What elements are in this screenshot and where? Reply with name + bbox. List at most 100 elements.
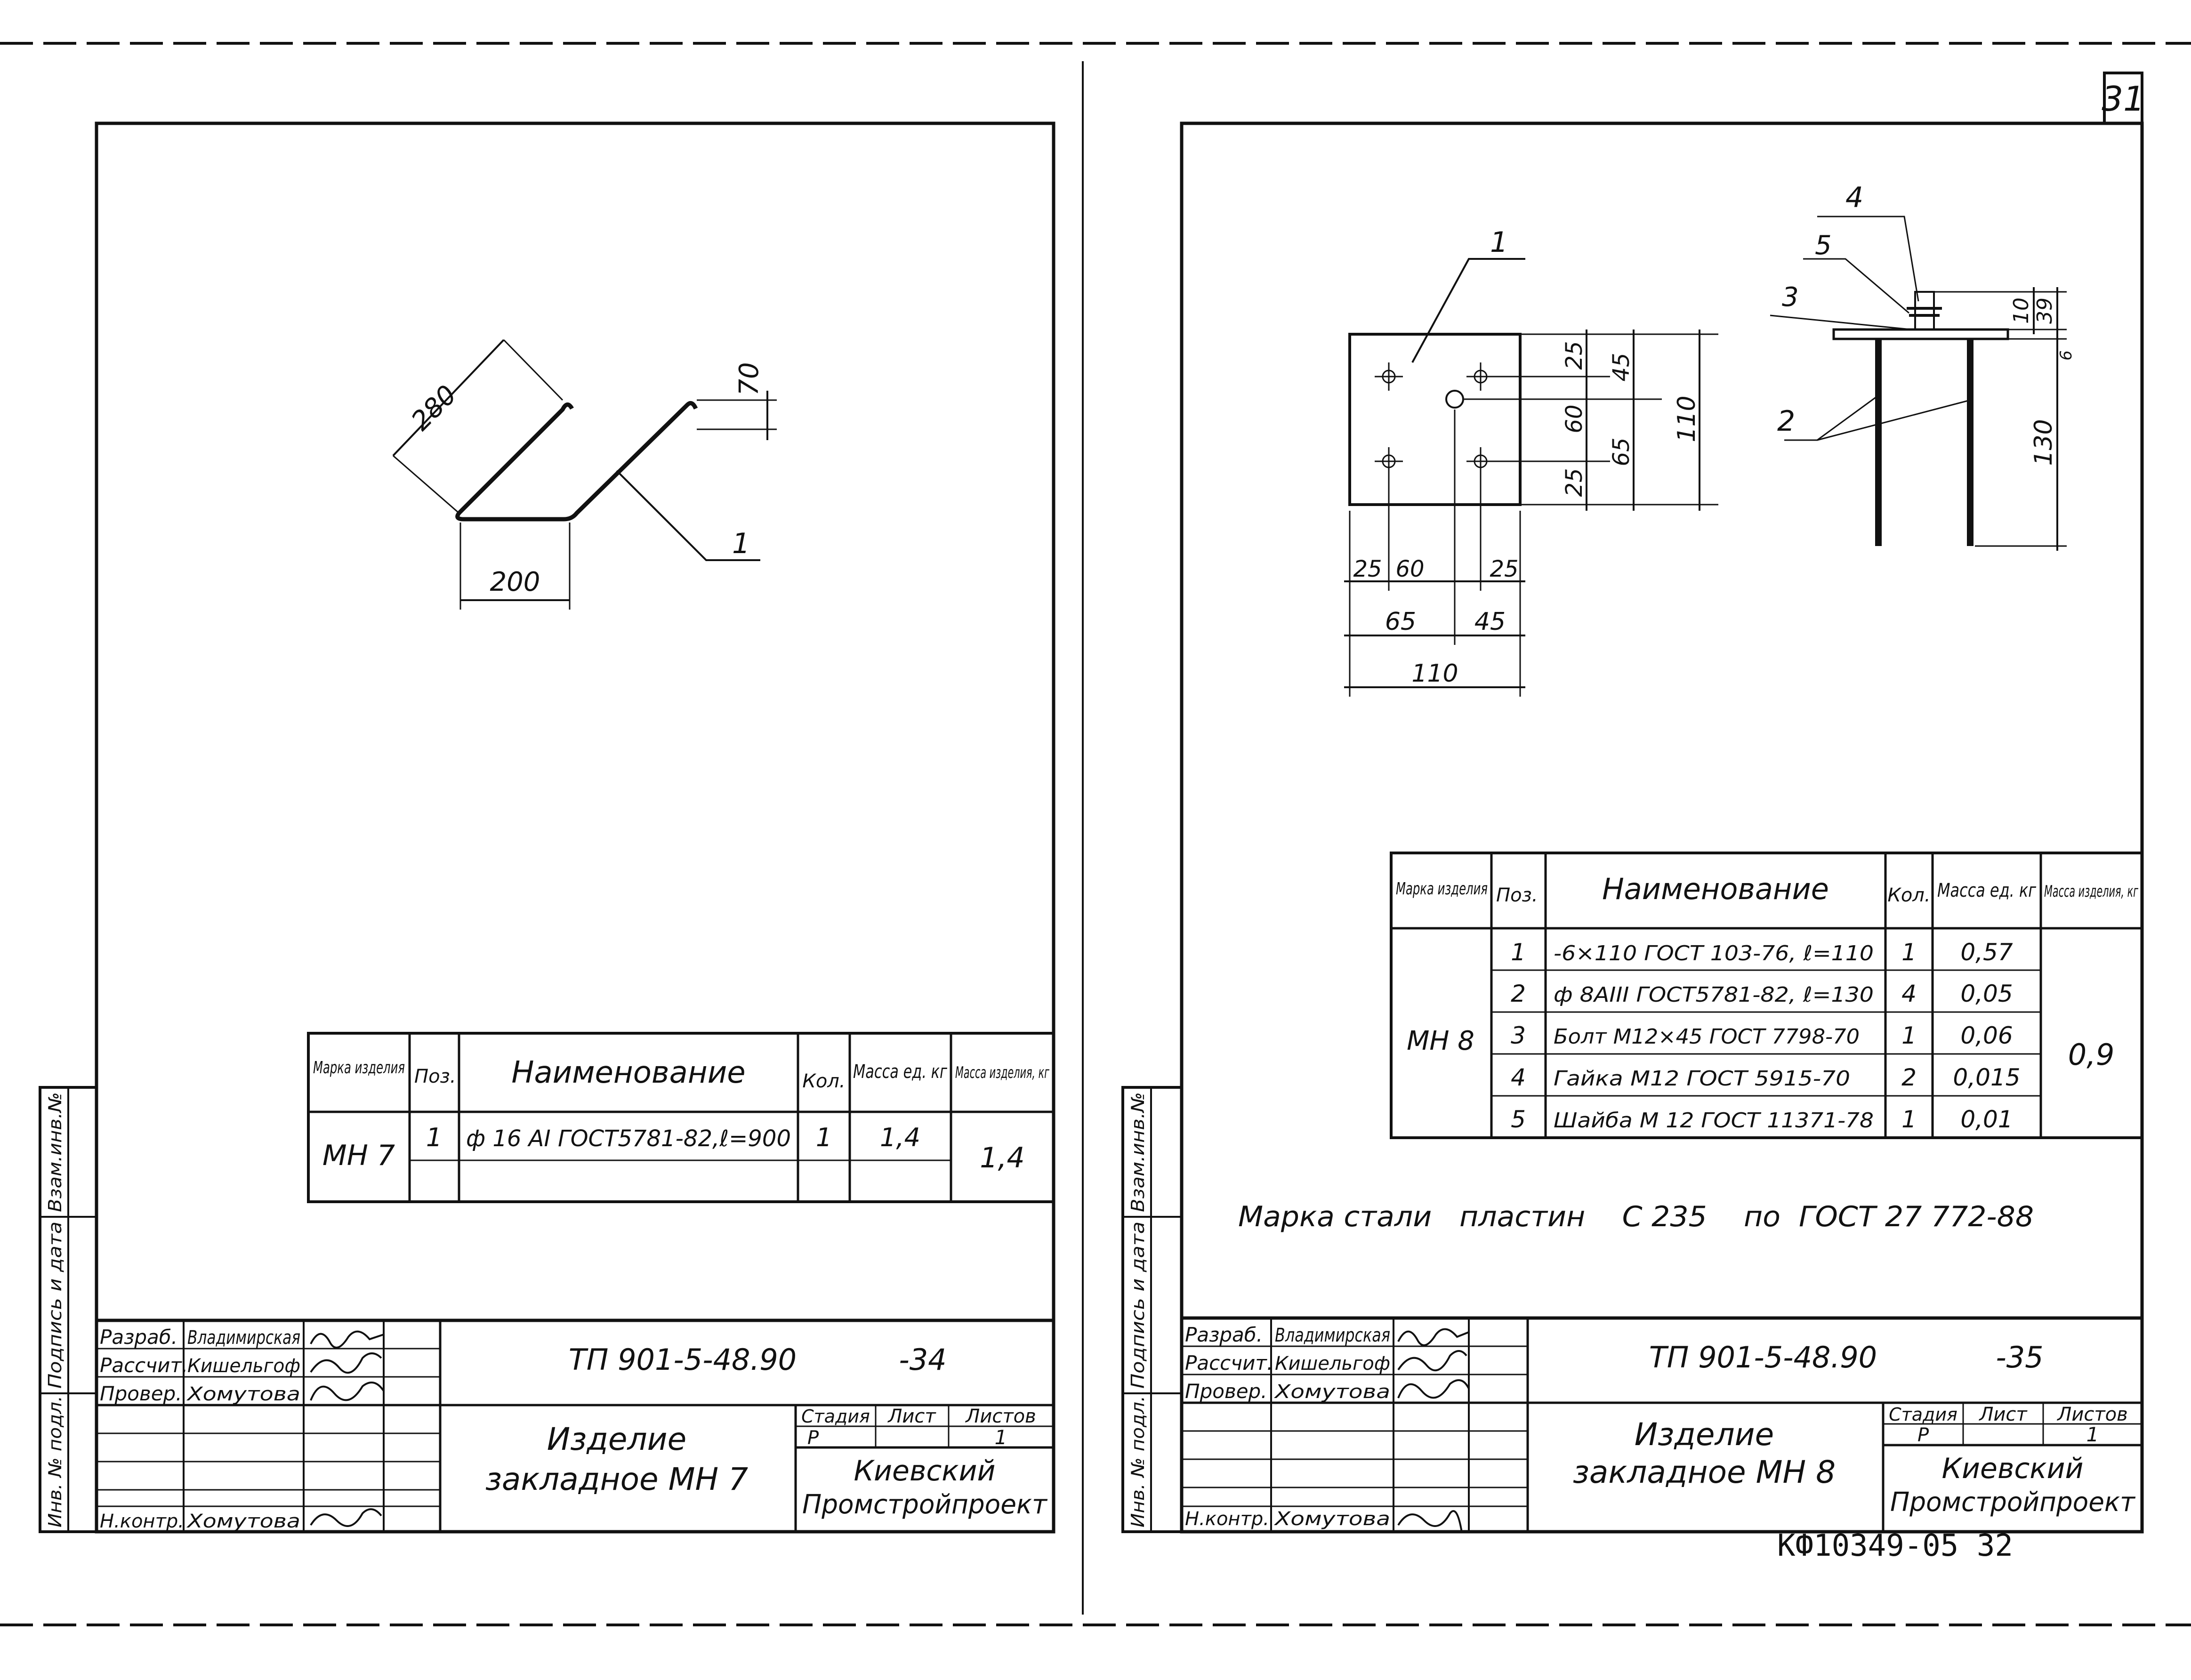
- right-row2-name: ф 8АIII ГОСТ5781-82, ℓ=130: [1554, 983, 1874, 1007]
- plan-dim-right-110: 110: [1673, 395, 1701, 442]
- right-row1-name: -6×110 ГОСТ 103-76, ℓ=110: [1554, 941, 1874, 965]
- plan-dim-right-45: 45: [1608, 353, 1635, 381]
- right-row3-qty: 1: [1901, 1022, 1917, 1049]
- side-dim-39: 39: [2033, 297, 2057, 324]
- right-row1-pos: 1: [1511, 939, 1526, 966]
- right-row5-name: Шайба М 12 ГОСТ 11371-78: [1554, 1109, 1874, 1133]
- plan-dim-right-25b: 25: [1561, 468, 1587, 497]
- right-row1-qty: 1: [1901, 939, 1917, 966]
- right-hdr-qty: Кол.: [1887, 884, 1930, 906]
- right-role-2: Провер.: [1185, 1380, 1267, 1403]
- right-role-6: Н.контр.: [1185, 1508, 1269, 1530]
- page-number: 31: [2102, 79, 2145, 119]
- right-sheet-header: Лист: [1978, 1404, 2028, 1425]
- left-side-label-0: Инв. № подл.: [45, 1396, 65, 1527]
- right-person-0: Владимирская: [1275, 1325, 1390, 1346]
- left-mark: МН 7: [322, 1139, 395, 1172]
- plan-dim-bottom-45: 45: [1474, 608, 1506, 636]
- right-title-block-grid: [1180, 1316, 2144, 1534]
- left-row1-name: ф 16 AI ГОСТ5781-82,ℓ=900: [466, 1125, 791, 1152]
- right-row2-qty: 4: [1901, 980, 1917, 1007]
- callout-1-left: 1: [732, 527, 750, 560]
- left-row1-pos: 1: [426, 1123, 442, 1152]
- callout-3-right: 3: [1782, 282, 1799, 313]
- right-person-6: Хомутова: [1274, 1508, 1390, 1530]
- plan-dim-right-25a: 25: [1561, 341, 1587, 370]
- right-title-line1: Изделие: [1635, 1416, 1774, 1453]
- plan-dim-bottom-65: 65: [1385, 608, 1416, 636]
- plan-dim-right-65: 65: [1608, 437, 1635, 466]
- right-side-label-1: Подпись и дата: [1128, 1222, 1148, 1389]
- right-role-1: Рассчит.: [1185, 1351, 1273, 1375]
- right-person-2: Хомутова: [1274, 1381, 1390, 1403]
- right-row5-qty: 1: [1901, 1106, 1917, 1133]
- right-row4-pos: 4: [1511, 1064, 1526, 1091]
- left-org-line1: Киевский: [854, 1455, 995, 1487]
- right-spec-table-grid: [1390, 852, 2143, 1139]
- right-person-1: Кишельгоф: [1275, 1353, 1390, 1375]
- right-org-line1: Киевский: [1941, 1452, 2083, 1485]
- right-row1-unit-mass: 0,57: [1960, 939, 2013, 966]
- callout-5-right: 5: [1815, 230, 1832, 261]
- mh8-plate-side: [1832, 328, 2009, 340]
- plan-dim-bottom-25b: 25: [1490, 556, 1518, 582]
- dim-200: 200: [490, 567, 540, 597]
- right-sheets-header: Листов: [2056, 1404, 2127, 1425]
- plan-dim-bottom-60: 60: [1395, 556, 1424, 582]
- right-row4-qty: 2: [1901, 1064, 1917, 1091]
- right-side-label-0: Инв. № подл.: [1128, 1396, 1148, 1527]
- left-role-2: Провер.: [100, 1382, 182, 1405]
- right-stage: Р: [1917, 1424, 1929, 1446]
- left-stage-header: Стадия: [801, 1406, 870, 1427]
- right-row5-pos: 5: [1511, 1106, 1526, 1133]
- right-side-label-2: Взам.инв.№: [1128, 1092, 1148, 1212]
- right-total-mass: 0,9: [2068, 1037, 2115, 1072]
- left-role-1: Рассчит.: [100, 1354, 188, 1377]
- left-sheets: 1: [995, 1426, 1007, 1449]
- mh7-bent-bar: [455, 401, 698, 522]
- left-hdr-pos: Поз.: [414, 1066, 456, 1087]
- dim-70: 70: [734, 362, 765, 395]
- plate-holes: [1375, 362, 1495, 475]
- left-total-mass: 1,4: [980, 1141, 1024, 1174]
- left-hdr-item-mass: Масса изделия, кг: [955, 1063, 1050, 1082]
- mh8-bolt: [1914, 291, 1935, 330]
- left-row1-unit-mass: 1,4: [880, 1123, 920, 1152]
- callout-4-right: 4: [1845, 181, 1863, 214]
- right-row4-unit-mass: 0,015: [1953, 1064, 2020, 1091]
- right-org-line2: Промстройпроект: [1890, 1487, 2135, 1518]
- right-sheets: 1: [2086, 1423, 2099, 1446]
- left-hdr-qty: Кол.: [802, 1070, 845, 1092]
- left-stage: Р: [807, 1427, 819, 1449]
- left-person-2: Хомутова: [186, 1383, 300, 1405]
- right-sheet-code: -35: [1996, 1340, 2043, 1375]
- left-role-0: Разраб.: [100, 1326, 177, 1349]
- right-row4-name: Гайка М12 ГОСТ 5915-70: [1554, 1067, 1850, 1091]
- right-hdr-unit-mass: Масса ед. кг: [1937, 880, 2037, 901]
- right-hdr-pos: Поз.: [1496, 884, 1538, 906]
- right-row3-pos: 3: [1511, 1022, 1526, 1049]
- plan-dim-right-60: 60: [1561, 404, 1587, 433]
- right-stage-header: Стадия: [1889, 1404, 1957, 1425]
- right-row5-unit-mass: 0,01: [1960, 1106, 2013, 1133]
- callout-1-right: 1: [1490, 226, 1508, 259]
- left-role-6: Н.контр.: [100, 1511, 184, 1532]
- dim-280: 280: [405, 379, 463, 437]
- footer-code: КФ10349-05 32: [1777, 1528, 2013, 1563]
- left-row1-qty: 1: [816, 1123, 832, 1152]
- right-doc-code: ТП 901-5-48.90: [1649, 1340, 1877, 1375]
- left-title-line2: закладное МН 7: [485, 1461, 748, 1497]
- left-doc-code: ТП 901-5-48.90: [569, 1342, 797, 1377]
- right-hdr-name: Наименование: [1602, 872, 1829, 906]
- signature-marks: [310, 1328, 1470, 1533]
- left-hdr-unit-mass: Масса ед. кг: [853, 1061, 948, 1083]
- left-hdr-name: Наименование: [511, 1055, 745, 1090]
- left-title-line1: Изделие: [547, 1421, 686, 1457]
- callout-2-right: 2: [1777, 405, 1795, 438]
- right-title-line2: закладное МН 8: [1573, 1454, 1836, 1490]
- right-side-strip: [1121, 1086, 1183, 1533]
- side-dim-6: 6: [2057, 350, 2076, 361]
- steel-grade-note: Марка стали пластин С 235 по ГОСТ 27 772…: [1238, 1200, 2034, 1233]
- left-org-line2: Промстройпроект: [802, 1489, 1047, 1520]
